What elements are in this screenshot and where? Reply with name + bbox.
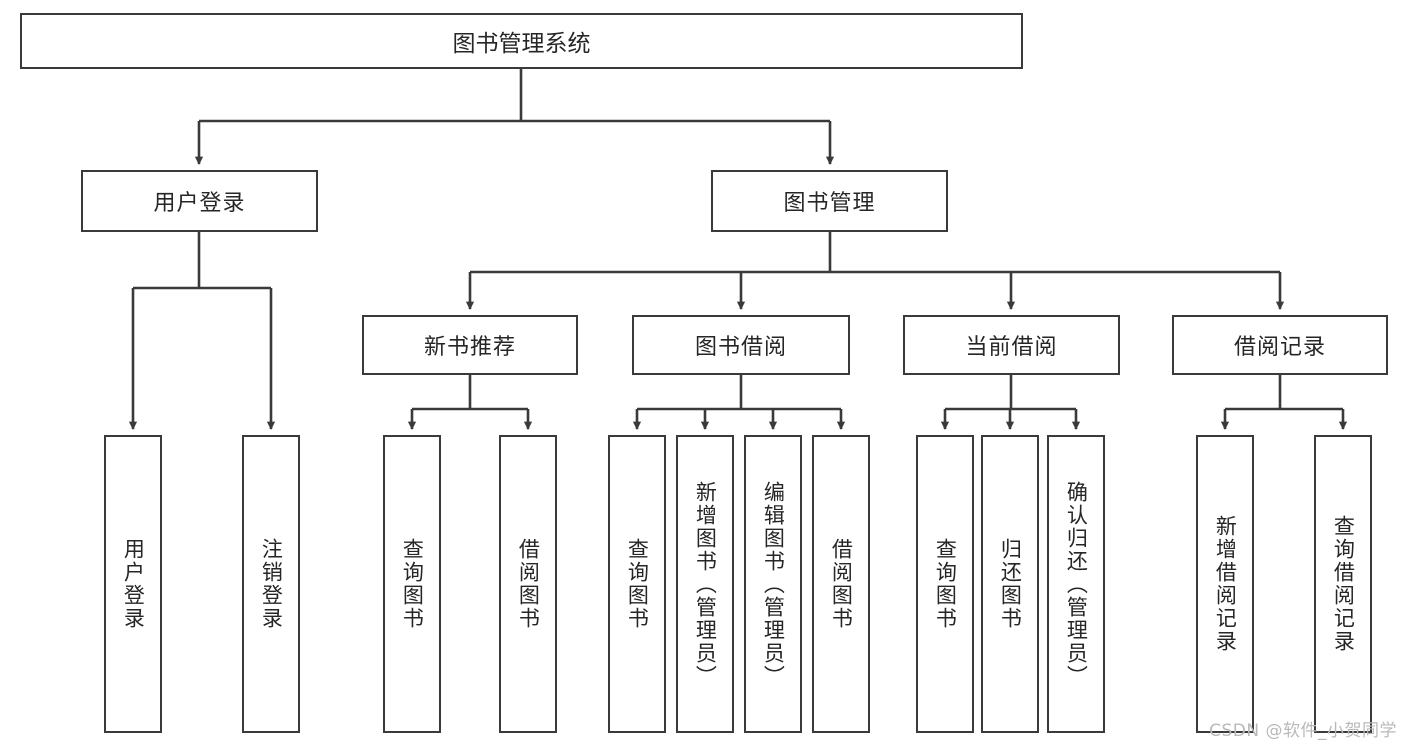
node-book-borrow-label: 图书借阅 [694, 335, 787, 360]
node-user-login-label: 用户登录 [153, 191, 246, 216]
leaf-borrow-edit-book[interactable]: 编辑图书（管理员） [744, 435, 802, 733]
leaf-label: 新增图书（管理员） [693, 480, 718, 688]
leaf-current-confirm-return[interactable]: 确认归还（管理员） [1047, 435, 1105, 733]
node-book-borrow[interactable]: 图书借阅 [632, 315, 850, 375]
leaf-label: 查询图书 [400, 538, 425, 630]
node-current-borrow-label: 当前借阅 [965, 335, 1058, 360]
leaf-label: 确认归还（管理员） [1064, 480, 1089, 688]
node-user-login[interactable]: 用户登录 [81, 170, 318, 232]
leaf-label: 查询图书 [933, 538, 958, 630]
leaf-label: 查询图书 [625, 538, 650, 630]
leaf-current-query-book[interactable]: 查询图书 [916, 435, 974, 733]
node-borrow-record-label: 借阅记录 [1233, 335, 1326, 360]
leaf-record-add-record[interactable]: 新增借阅记录 [1196, 435, 1254, 733]
node-current-borrow[interactable]: 当前借阅 [903, 315, 1120, 375]
node-book-management[interactable]: 图书管理 [711, 170, 948, 232]
leaf-record-query-record[interactable]: 查询借阅记录 [1314, 435, 1372, 733]
leaf-current-return-book[interactable]: 归还图书 [981, 435, 1039, 733]
node-root-system[interactable]: 图书管理系统 [20, 13, 1023, 69]
watermark-text: CSDN @软件_小贺同学 [1209, 721, 1397, 741]
leaf-user-login-logout[interactable]: 注销登录 [242, 435, 300, 733]
leaf-label: 归还图书 [998, 538, 1023, 630]
leaf-label: 注销登录 [259, 538, 284, 630]
leaf-recommend-borrow-book[interactable]: 借阅图书 [499, 435, 557, 733]
leaf-label: 查询借阅记录 [1331, 515, 1356, 653]
leaf-label: 用户登录 [121, 538, 146, 630]
node-root-label: 图书管理系统 [452, 31, 591, 57]
leaf-label: 新增借阅记录 [1213, 515, 1238, 653]
leaf-user-login-login[interactable]: 用户登录 [104, 435, 162, 733]
leaf-label: 借阅图书 [516, 538, 541, 630]
leaf-borrow-query-book[interactable]: 查询图书 [608, 435, 666, 733]
leaf-borrow-add-book[interactable]: 新增图书（管理员） [676, 435, 734, 733]
node-borrow-record[interactable]: 借阅记录 [1172, 315, 1388, 375]
leaf-label: 借阅图书 [829, 538, 854, 630]
node-new-book-recommend[interactable]: 新书推荐 [362, 315, 578, 375]
leaf-borrow-borrow-book[interactable]: 借阅图书 [812, 435, 870, 733]
node-new-book-recommend-label: 新书推荐 [423, 335, 516, 360]
leaf-label: 编辑图书（管理员） [761, 480, 786, 688]
node-book-management-label: 图书管理 [783, 191, 876, 216]
leaf-recommend-query-book[interactable]: 查询图书 [383, 435, 441, 733]
